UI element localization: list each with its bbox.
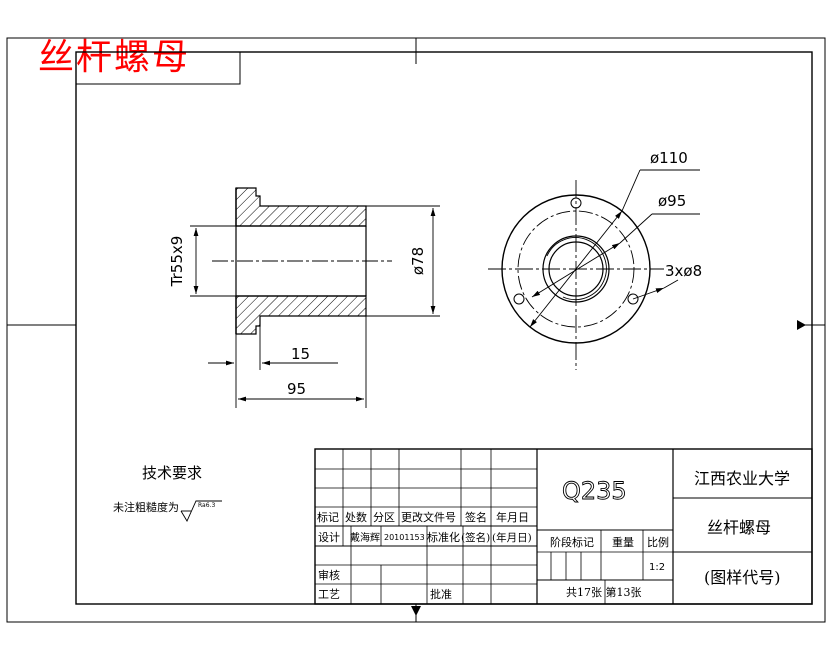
tb-school: 江西农业大学 — [694, 469, 790, 488]
bolt-hole — [627, 293, 639, 305]
tb-date: 年月日 — [496, 510, 529, 524]
section-view — [235, 187, 367, 335]
lower-wall-hatch — [235, 295, 367, 335]
drawing-title: 丝杆螺母 — [38, 37, 191, 78]
end-view-dimensions — [529, 169, 700, 328]
tb-part-name: 丝杆螺母 — [707, 518, 771, 537]
tb-designer: 戴海辉 — [350, 531, 380, 544]
bolt-hole — [513, 293, 525, 305]
tb-sign-paren: (签名) — [461, 531, 490, 544]
section-dimensions — [190, 205, 440, 408]
tb-scale-value: 1:2 — [649, 562, 665, 573]
tb-standard: 标准化 — [427, 530, 460, 544]
tb-scale: 比例 — [647, 535, 669, 549]
tb-change-doc: 更改文件号 — [401, 510, 456, 524]
dim-15-label: 15 — [291, 345, 310, 363]
roughness-symbol — [180, 500, 222, 522]
tb-process: 工艺 — [318, 588, 340, 601]
dim-thread-label: Tr55x9 — [168, 236, 186, 288]
tb-material: Q235 — [562, 477, 627, 505]
upper-wall-hatch — [235, 187, 367, 227]
tb-stage: 阶段标记 — [550, 535, 594, 549]
dim-d110-label: ø110 — [650, 149, 688, 167]
tb-sheets: 共17张 第13张 — [566, 585, 642, 599]
dim-holes-label: 3xø8 — [665, 262, 702, 280]
tb-review: 审核 — [318, 568, 340, 582]
tb-sign: 签名 — [465, 510, 487, 524]
tb-drawing-no: (图样代号) — [704, 568, 781, 587]
tb-zone: 分区 — [373, 511, 395, 524]
tb-weight: 重量 — [612, 535, 634, 549]
notes-heading: 技术要求 — [142, 464, 202, 482]
roughness-value: Ra6.3 — [198, 502, 215, 509]
title-block — [314, 448, 813, 605]
tb-date-paren: (年月日) — [492, 531, 532, 544]
tb-approve: 批准 — [430, 587, 452, 601]
tb-mark: 标记 — [317, 510, 339, 524]
tb-count: 处数 — [345, 511, 367, 524]
end-view-centerlines — [488, 180, 664, 370]
dim-95-label: 95 — [287, 380, 306, 398]
dim-d78-label: ø78 — [409, 247, 427, 275]
dim-d95-label: ø95 — [658, 192, 686, 210]
notes-roughness: 未注粗糙度为 — [113, 500, 179, 514]
title-box — [75, 51, 241, 85]
tb-student-no: 20101153 — [384, 533, 425, 542]
tb-design: 设计 — [318, 531, 340, 544]
